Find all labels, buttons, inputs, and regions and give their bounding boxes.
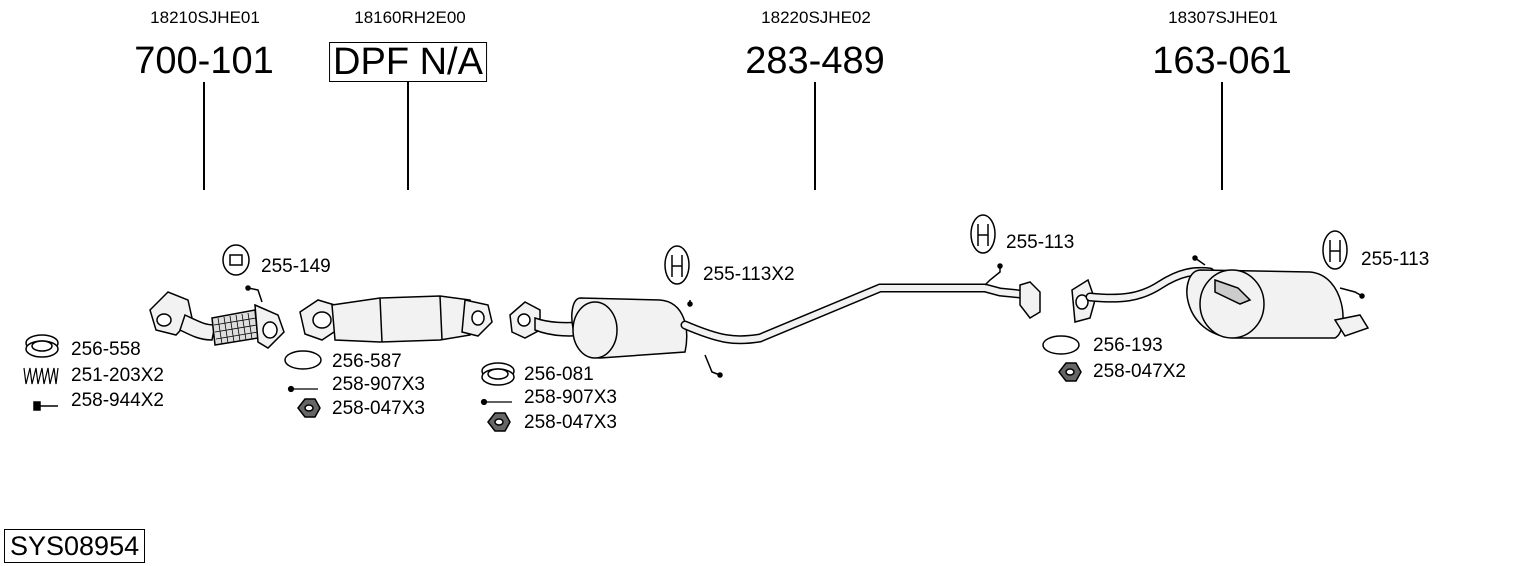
bolt-icon[interactable] <box>480 398 513 406</box>
middle-silencer-part[interactable] <box>509 263 1041 378</box>
label-gasket-256-193[interactable]: 256-193 <box>1093 335 1163 356</box>
oem-number-4: 18307SJHE01 <box>1168 8 1278 27</box>
label-hanger-255-113[interactable]: 255-113 <box>1361 249 1430 270</box>
nut-icon[interactable] <box>1058 362 1082 382</box>
gasket-ring-icon[interactable] <box>1042 335 1080 355</box>
label-gasket-256-558[interactable]: 256-558 <box>71 339 141 360</box>
label-nut-258-047[interactable]: 258-047X2 <box>1093 361 1186 382</box>
oem-number-1: 18210SJHE01 <box>150 8 260 27</box>
part-number-1[interactable]: 700-101 <box>134 40 274 82</box>
oem-number-3: 18220SJHE02 <box>761 8 871 27</box>
label-bolt-258-907[interactable]: 258-907X3 <box>524 387 617 408</box>
nut-icon[interactable] <box>297 398 321 418</box>
bolt-icon[interactable] <box>287 385 319 393</box>
bolt-icon[interactable] <box>33 401 58 411</box>
dpf-converter-part[interactable] <box>299 295 493 343</box>
label-gasket-256-081[interactable]: 256-081 <box>524 364 594 385</box>
label-hanger-255-113x2[interactable]: 255-113X2 <box>703 264 795 285</box>
part-number-3[interactable]: 283-489 <box>745 40 885 82</box>
label-bolt-258-907[interactable]: 258-907X3 <box>332 374 425 395</box>
hanger-icon[interactable] <box>1322 230 1348 270</box>
hanger-icon[interactable] <box>664 245 690 285</box>
front-pipe-part[interactable] <box>149 285 285 349</box>
part-number-4[interactable]: 163-061 <box>1152 40 1292 82</box>
gasket-ring-icon[interactable] <box>25 334 59 358</box>
gasket-ring-icon[interactable] <box>481 362 515 386</box>
rear-silencer-part[interactable] <box>1071 255 1370 339</box>
part-number-2: DPF N/A <box>329 42 487 82</box>
spring-icon[interactable] <box>23 367 59 385</box>
system-id-badge: SYS08954 <box>4 529 146 564</box>
gasket-ring-icon[interactable] <box>284 350 322 370</box>
label-nut-258-047[interactable]: 258-047X3 <box>332 398 425 419</box>
oem-number-2: 18160RH2E00 <box>354 8 466 27</box>
nut-icon[interactable] <box>487 412 511 432</box>
rubber-mount-icon[interactable] <box>222 244 250 276</box>
hanger-icon[interactable] <box>970 214 996 254</box>
label-bolt-258-944[interactable]: 258-944X2 <box>71 390 164 411</box>
label-hanger-255-113[interactable]: 255-113 <box>1006 232 1075 253</box>
label-spring-251-203[interactable]: 251-203X2 <box>71 365 164 386</box>
label-nut-258-047[interactable]: 258-047X3 <box>524 412 617 433</box>
label-hanger-255-149[interactable]: 255-149 <box>261 256 331 277</box>
label-gasket-256-587[interactable]: 256-587 <box>332 351 402 372</box>
